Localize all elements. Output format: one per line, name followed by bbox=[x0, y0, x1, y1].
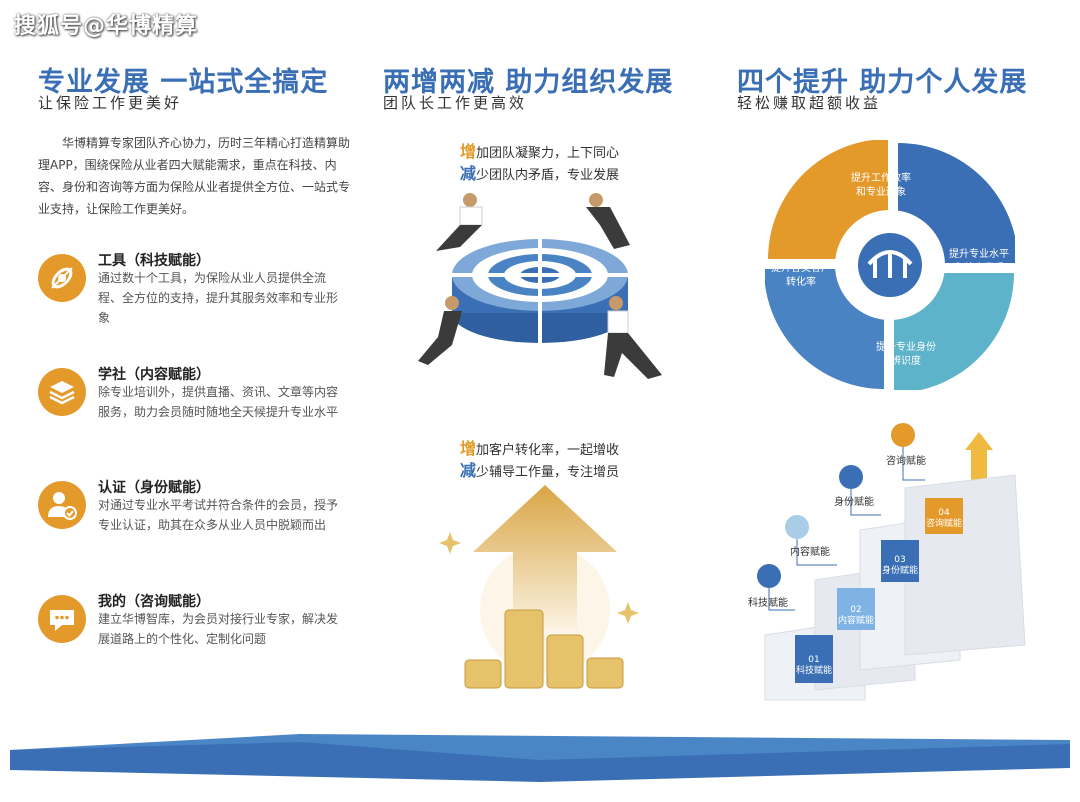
chat-icon bbox=[38, 595, 86, 643]
segment-label-identity: 提升专业身份辨识度 bbox=[876, 342, 936, 367]
feature-desc: 除专业培训外，提供直播、资讯、文章等内容服务，助力会员随时随地全天候提升专业水平 bbox=[98, 385, 339, 419]
stair-label-identity: 身份赋能 bbox=[834, 497, 874, 508]
increase-cohesion-line: 增加团队凝聚力，上下同心 bbox=[460, 142, 620, 161]
feature-desc: 建立华博智库，为会员对接行业专家，解决发展道路上的个性化、定制化问题 bbox=[98, 612, 339, 646]
satellite-icon bbox=[38, 254, 86, 302]
segment-label-conversion: 提升各类客户转化率 bbox=[771, 263, 831, 288]
stair-label-tech: 科技赋能 bbox=[748, 598, 788, 609]
staircase-illustration bbox=[757, 423, 1026, 701]
stair-label-consult: 咨询赋能 bbox=[886, 456, 926, 467]
layers-icon bbox=[38, 368, 86, 416]
feature-title: 我的（咨询赋能） bbox=[98, 594, 210, 610]
feature-desc: 通过数十个工具，为保险从业人员提供全流程、全方位的支持，提升其服务效率和专业形象 bbox=[98, 271, 339, 325]
four-improvements-ring bbox=[765, 140, 1015, 390]
right-subtitle: 轻松赚取超额收益 bbox=[737, 94, 882, 112]
bottom-wave-band bbox=[10, 734, 1070, 802]
feature-title: 学社（内容赋能） bbox=[98, 367, 210, 383]
left-title: 专业发展 一站式全搞定 bbox=[38, 67, 329, 98]
feature-title: 认证（身份赋能） bbox=[98, 480, 210, 496]
right-title: 四个提升 助力个人发展 bbox=[737, 67, 1028, 98]
middle-title: 两增两减 助力组织发展 bbox=[383, 67, 674, 98]
increase-conversion-line: 增加客户转化率，一起增收 bbox=[460, 439, 620, 458]
stair-label-content: 内容赋能 bbox=[790, 547, 830, 558]
middle-subtitle: 团队长工作更高效 bbox=[383, 94, 528, 112]
feature-title: 工具（科技赋能） bbox=[98, 253, 210, 269]
watermark: 搜狐号@华博精算 bbox=[14, 14, 199, 39]
user-check-icon bbox=[38, 481, 86, 529]
segment-label-skill: 提升专业水平和综合素质 bbox=[949, 249, 1009, 274]
reduce-conflict-line: 减少团队内矛盾，专业发展 bbox=[460, 164, 620, 183]
left-subtitle: 让保险工作更美好 bbox=[38, 94, 183, 112]
intro-paragraph: 华博精算专家团队齐心协力，历时三年精心打造精算助理APP，围绕保险从业者四大赋能… bbox=[38, 136, 351, 216]
feature-desc: 对通过专业水平考试并符合条件的会员，授予专业认证，助其在众多从业人员中脱颖而出 bbox=[98, 498, 339, 532]
segment-label-efficiency: 提升工作效率和专业形象 bbox=[851, 173, 911, 198]
growth-coins-illustration bbox=[439, 485, 639, 689]
team-target-illustration bbox=[418, 193, 662, 379]
reduce-workload-line: 减少辅导工作量，专注增员 bbox=[460, 461, 620, 480]
